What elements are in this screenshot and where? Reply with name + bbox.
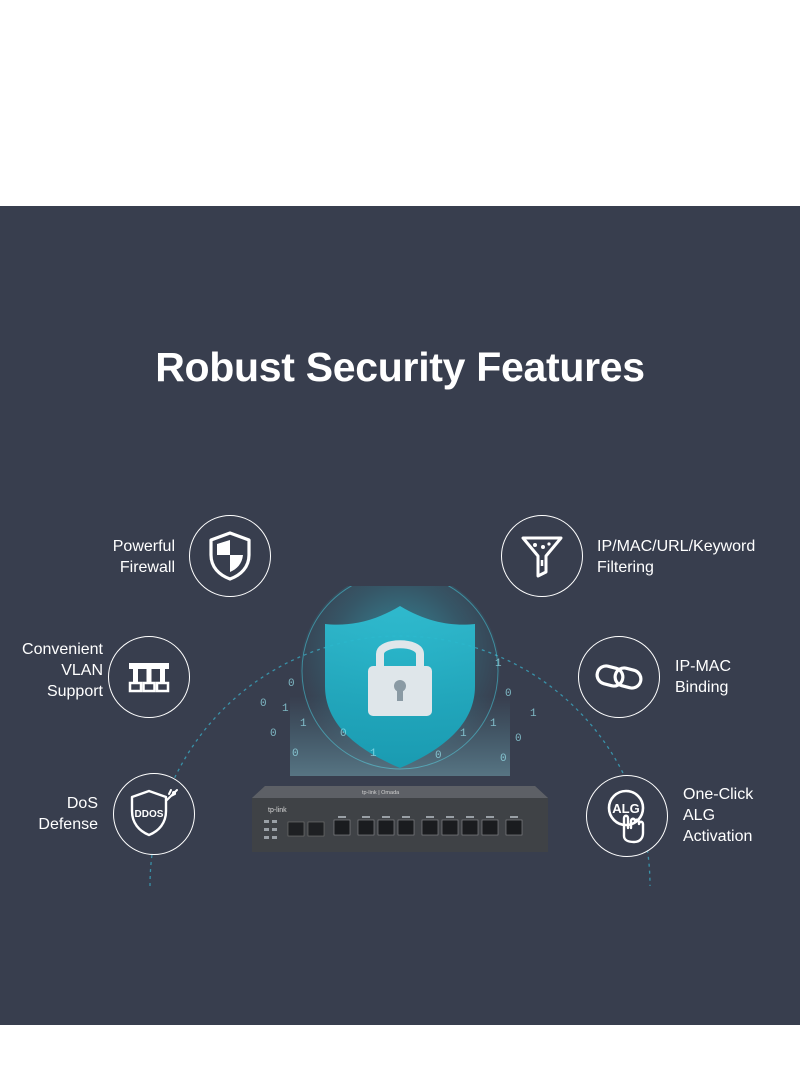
link-chain-icon bbox=[578, 636, 660, 718]
feature-line: IP/MAC/URL/Keyword bbox=[597, 538, 756, 555]
alg-icon-text: ALG bbox=[612, 801, 639, 816]
svg-text:0: 0 bbox=[270, 728, 277, 740]
svg-text:0: 0 bbox=[500, 753, 507, 765]
feature-line: DoS bbox=[66, 795, 98, 812]
svg-text:1: 1 bbox=[282, 703, 289, 715]
device-sub-brand: tp-link | Omada bbox=[362, 790, 400, 796]
feature-line: Defense bbox=[38, 816, 98, 833]
svg-text:1: 1 bbox=[495, 658, 502, 670]
svg-text:1: 1 bbox=[530, 708, 537, 720]
feature-line: ALG bbox=[683, 807, 716, 824]
svg-text:0: 0 bbox=[288, 678, 295, 690]
feature-label-alg: One-Click ALG Activation bbox=[683, 784, 798, 847]
svg-text:1: 1 bbox=[300, 718, 307, 730]
feature-label-binding: IP-MAC Binding bbox=[675, 656, 795, 698]
shield-icon bbox=[189, 515, 271, 597]
ddos-shield-icon: DDOS bbox=[113, 773, 195, 855]
feature-line: One-Click bbox=[683, 786, 754, 803]
svg-text:0: 0 bbox=[340, 728, 347, 740]
feature-line: Convenient bbox=[22, 641, 103, 658]
feature-line: Filtering bbox=[597, 559, 654, 576]
feature-line: VLAN bbox=[61, 662, 103, 679]
feature-label-filtering: IP/MAC/URL/Keyword Filtering bbox=[597, 536, 797, 578]
vlan-network-icon bbox=[108, 636, 190, 718]
feature-line: Activation bbox=[683, 828, 753, 845]
svg-text:0: 0 bbox=[505, 688, 512, 700]
svg-text:1: 1 bbox=[370, 748, 377, 760]
ddos-icon-text: DDOS bbox=[135, 809, 164, 820]
feature-line: Binding bbox=[675, 679, 729, 696]
filter-funnel-icon bbox=[501, 515, 583, 597]
feature-line: IP-MAC bbox=[675, 658, 731, 675]
feature-line: Powerful bbox=[112, 538, 175, 555]
svg-text:1: 1 bbox=[460, 728, 467, 740]
feature-label-dos: DoS Defense bbox=[0, 793, 98, 835]
alg-click-icon: ALG bbox=[586, 775, 668, 857]
feature-label-firewall: Powerful Firewall bbox=[60, 536, 175, 578]
svg-text:0: 0 bbox=[515, 733, 522, 745]
feature-line: Firewall bbox=[119, 559, 175, 576]
svg-text:0: 0 bbox=[435, 750, 442, 762]
page-title: Robust Security Features bbox=[155, 344, 645, 390]
svg-text:1: 1 bbox=[490, 718, 497, 730]
svg-text:0: 0 bbox=[292, 748, 299, 760]
feature-line: Support bbox=[46, 683, 103, 700]
device-brand: tp-link bbox=[268, 807, 287, 814]
svg-text:0: 0 bbox=[260, 698, 267, 710]
feature-label-vlan: Convenient VLAN Support bbox=[0, 639, 103, 702]
security-features-panel: Robust Security Features Powerful Firewa… bbox=[0, 206, 800, 1025]
